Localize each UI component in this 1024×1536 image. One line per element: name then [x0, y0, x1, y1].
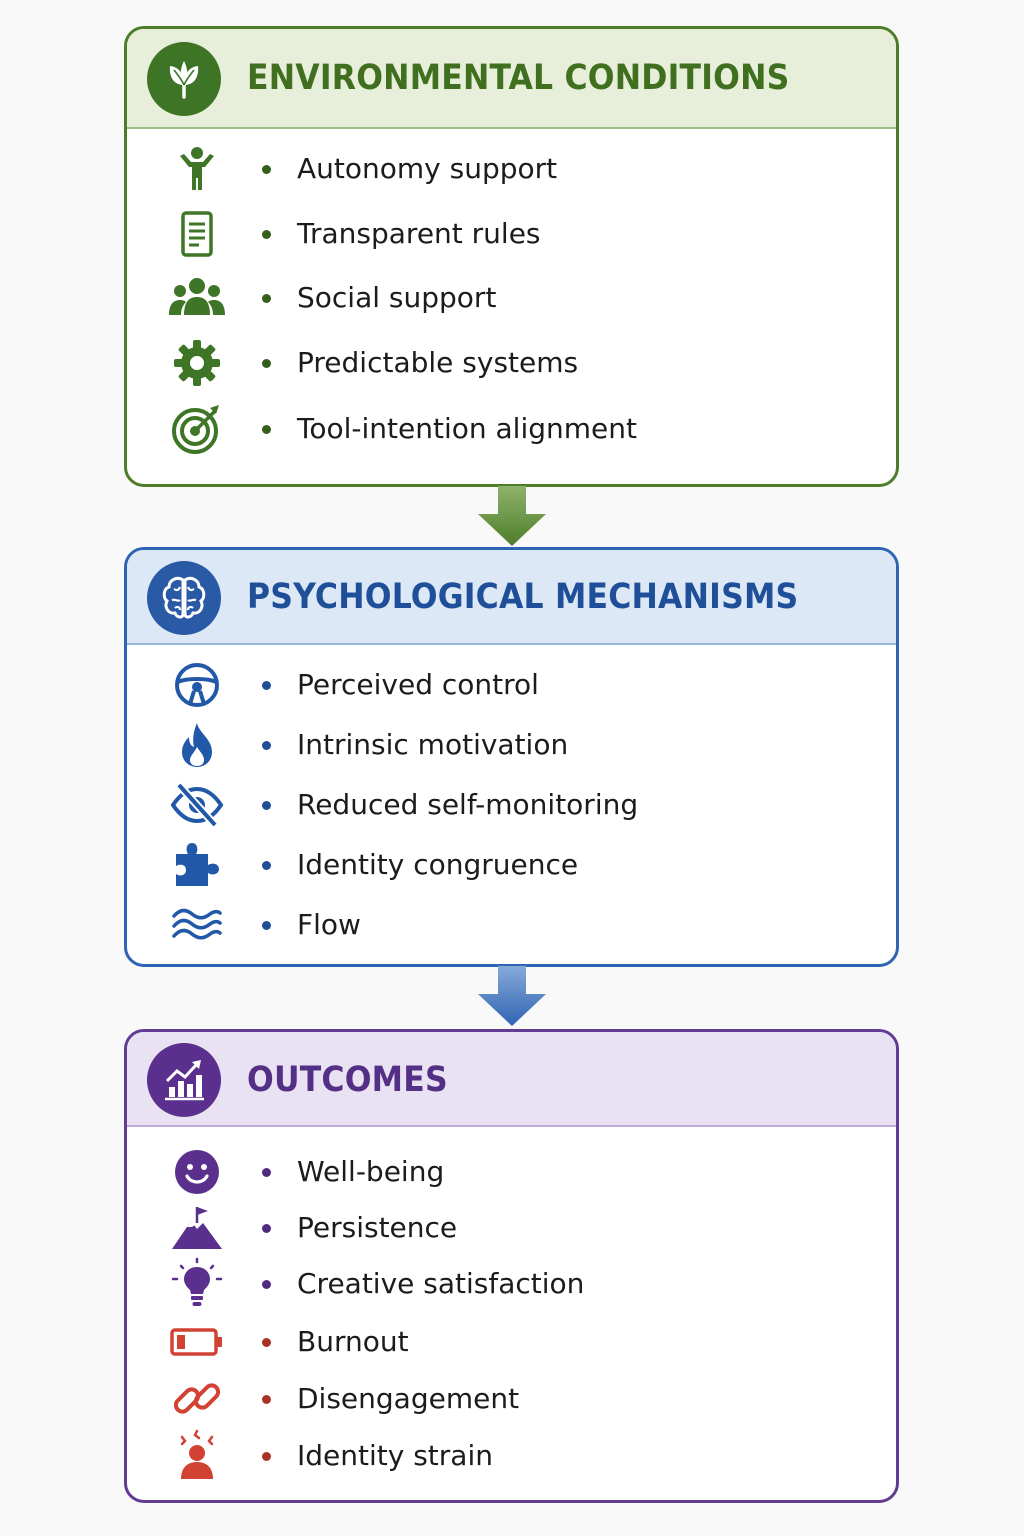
item-label: Creative satisfaction [297, 1267, 585, 1300]
gear-icon [167, 336, 227, 390]
bullet [262, 425, 271, 434]
list-item: Reduced self-monitoring [127, 778, 896, 832]
smiley-icon [167, 1145, 227, 1199]
list-item: Intrinsic motivation [127, 718, 896, 772]
bullet [262, 1452, 271, 1461]
bullet [262, 801, 271, 810]
list-item: Persistence [127, 1201, 896, 1255]
list-item: Identity congruence [127, 838, 896, 892]
brain-icon [147, 561, 221, 635]
list-item: Transparent rules [127, 207, 896, 261]
item-label: Persistence [297, 1211, 458, 1244]
person-arms-up-icon [167, 142, 227, 196]
broken-link-icon [167, 1372, 227, 1426]
puzzle-piece-icon [167, 838, 227, 892]
steering-wheel-icon [167, 658, 227, 712]
bullet [262, 921, 271, 930]
bullet [262, 230, 271, 239]
item-label: Intrinsic motivation [297, 728, 569, 761]
down-arrow-icon [478, 486, 546, 546]
target-icon [167, 402, 227, 456]
list-item: Predictable systems [127, 336, 896, 390]
eye-slash-icon [167, 778, 227, 832]
bullet [262, 1338, 271, 1347]
lightbulb-icon [167, 1257, 227, 1311]
psychological-mechanisms-header: PSYCHOLOGICAL MECHANISMS [127, 550, 896, 645]
down-arrow-icon [478, 966, 546, 1026]
stressed-person-icon [167, 1429, 227, 1483]
list-item: Perceived control [127, 658, 896, 712]
bullet [262, 359, 271, 368]
item-label: Identity strain [297, 1439, 493, 1472]
outcomes-panel: OUTCOMES Well-being Persistence [124, 1029, 899, 1503]
mountain-flag-icon [167, 1201, 227, 1255]
item-label: Tool-intention alignment [297, 412, 637, 445]
flame-icon [167, 718, 227, 772]
item-label: Well-being [297, 1155, 445, 1188]
item-label: Social support [297, 281, 497, 314]
item-label: Perceived control [297, 668, 539, 701]
item-label: Transparent rules [297, 217, 541, 250]
item-label: Disengagement [297, 1382, 520, 1415]
bullet [262, 741, 271, 750]
outcomes-header: OUTCOMES [127, 1032, 896, 1127]
leaf-icon [147, 42, 221, 116]
document-icon [167, 207, 227, 261]
item-label: Identity congruence [297, 848, 579, 881]
waves-icon [167, 898, 227, 952]
item-label: Autonomy support [297, 152, 558, 185]
group-icon [167, 271, 227, 325]
list-item: Identity strain [127, 1429, 896, 1483]
bullet [262, 681, 271, 690]
psychological-mechanisms-panel: PSYCHOLOGICAL MECHANISMS Perceived contr… [124, 547, 899, 967]
bullet [262, 1280, 271, 1289]
bullet [262, 165, 271, 174]
list-item: Autonomy support [127, 142, 896, 196]
bullet [262, 1395, 271, 1404]
item-label: Reduced self-monitoring [297, 788, 639, 821]
outcomes-title: OUTCOMES [247, 1060, 448, 1100]
list-item: Well-being [127, 1145, 896, 1199]
list-item: Creative satisfaction [127, 1257, 896, 1311]
list-item: Disengagement [127, 1372, 896, 1426]
bullet [262, 1168, 271, 1177]
psychological-mechanisms-title: PSYCHOLOGICAL MECHANISMS [247, 577, 799, 617]
list-item: Tool-intention alignment [127, 402, 896, 456]
environmental-conditions-header: ENVIRONMENTAL CONDITIONS [127, 29, 896, 129]
bullet [262, 1224, 271, 1233]
environmental-conditions-title: ENVIRONMENTAL CONDITIONS [247, 58, 790, 98]
bullet [262, 861, 271, 870]
bullet [262, 294, 271, 303]
list-item: Social support [127, 271, 896, 325]
item-label: Predictable systems [297, 346, 579, 379]
item-label: Burnout [297, 1325, 409, 1358]
low-battery-icon [167, 1315, 227, 1369]
list-item: Burnout [127, 1315, 896, 1369]
growth-chart-icon [147, 1043, 221, 1117]
environmental-conditions-panel: ENVIRONMENTAL CONDITIONS Autonomy suppor… [124, 26, 899, 487]
list-item: Flow [127, 898, 896, 952]
item-label: Flow [297, 908, 361, 941]
